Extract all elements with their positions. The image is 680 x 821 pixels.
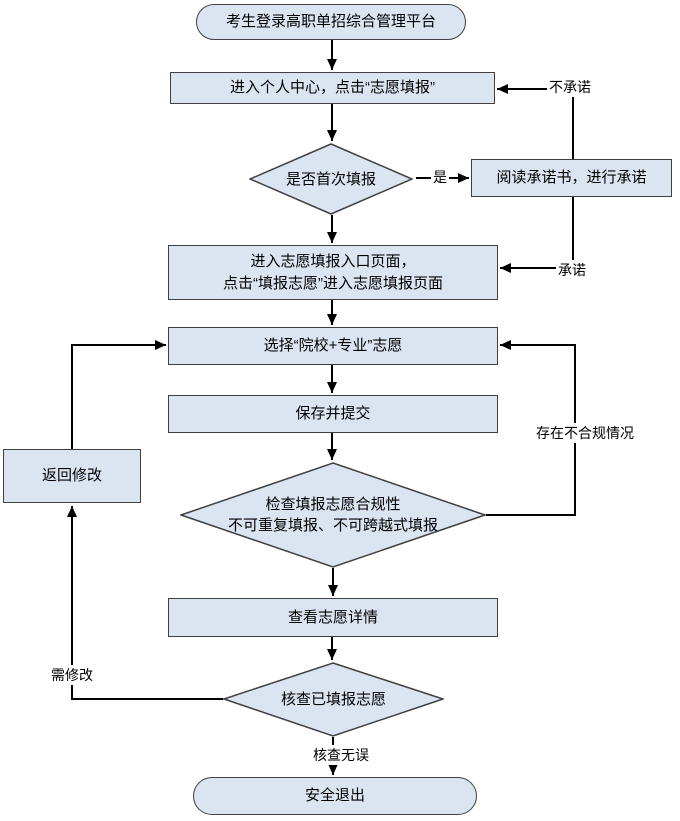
node-save-submit: 保存并提交: [168, 395, 498, 433]
edge-label-commit: 承诺: [556, 260, 588, 280]
node-end-label: 安全退出: [304, 787, 365, 805]
node-personal-center-label: 进入个人中心，点击“志愿填报”: [230, 79, 435, 97]
node-verify-label: 核查已填报志愿: [280, 691, 386, 708]
diamond-shape: [249, 143, 413, 215]
edge-no-commit: [497, 84, 574, 160]
node-end: 安全退出: [193, 777, 477, 815]
diamond-shape: [180, 462, 486, 568]
node-read-commitment-label: 阅读承诺书，进行承诺: [496, 169, 647, 187]
diamond-shape: [223, 662, 444, 737]
node-view-details-label: 查看志愿详情: [287, 608, 378, 626]
node-compliance-line1: 检查填报志愿合规性: [265, 496, 401, 513]
node-view-details: 查看志愿详情: [168, 598, 498, 637]
node-compliance-line2: 不可重复填报、不可跨越式填报: [227, 517, 438, 534]
node-first-time-decision: 是否首次填报: [249, 143, 413, 215]
node-return-modify: 返回修改: [3, 449, 141, 503]
node-start-label: 考生登录高职单招综合管理平台: [225, 13, 436, 31]
node-entry-page: 进入志愿填报入口页面， 点击“填报志愿”进入志愿填报页面: [168, 245, 498, 300]
edge-need-modify: [67, 506, 223, 700]
edge-label-no-commit: 不承诺: [547, 77, 593, 97]
edge-label-verified-ok: 核查无误: [311, 745, 371, 765]
node-start: 考生登录高职单招综合管理平台: [196, 4, 466, 40]
edge-return-to-select: [71, 340, 166, 449]
node-save-submit-label: 保存并提交: [295, 405, 371, 423]
edge-label-need-modify: 需修改: [49, 665, 95, 685]
node-entry-page-line1: 进入志愿填报入口页面，: [250, 252, 416, 270]
edge-label-non-compliant: 存在不合规情况: [534, 423, 636, 443]
node-read-commitment: 阅读承诺书，进行承诺: [471, 159, 672, 197]
edge-commit: [500, 196, 574, 273]
node-first-time-label: 是否首次填报: [285, 170, 376, 188]
node-return-modify-label: 返回修改: [41, 467, 102, 485]
node-select-preference: 选择“院校+专业”志愿: [168, 327, 498, 365]
node-select-preference-label: 选择“院校+专业”志愿: [263, 337, 403, 355]
node-compliance-decision: 检查填报志愿合规性 不可重复填报、不可跨越式填报: [180, 462, 486, 568]
edge-label-yes: 是: [431, 167, 449, 187]
node-entry-page-line2: 点击“填报志愿”进入志愿填报页面: [223, 274, 443, 292]
node-personal-center: 进入个人中心，点击“志愿填报”: [170, 72, 495, 104]
node-verify-decision: 核查已填报志愿: [223, 662, 444, 737]
